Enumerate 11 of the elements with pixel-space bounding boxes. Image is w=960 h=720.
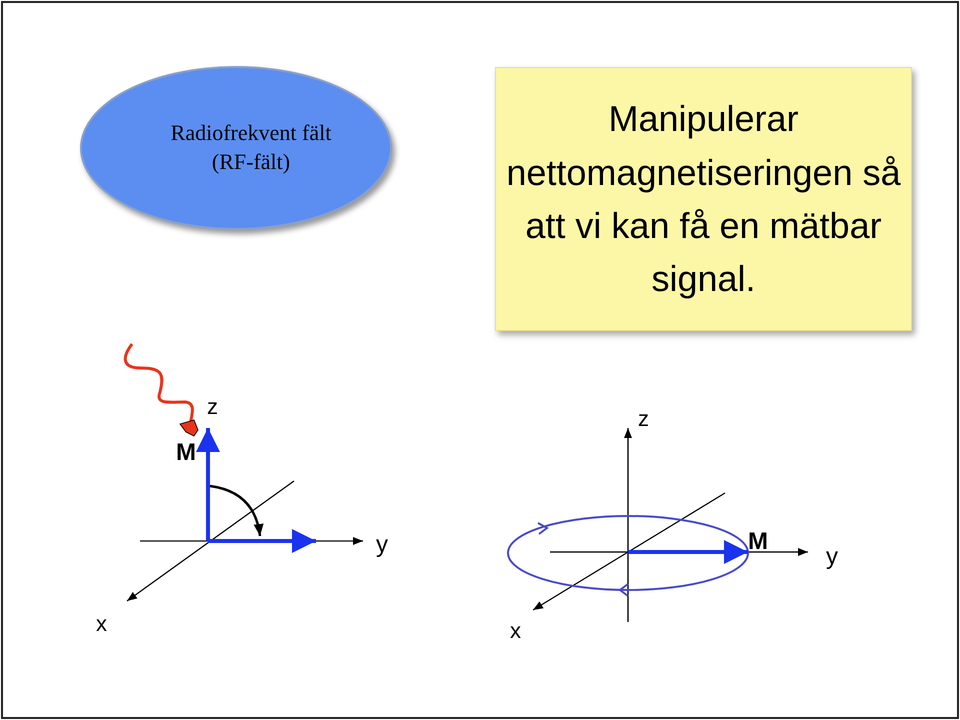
axis-label: y [826,545,838,569]
axis-label: z [638,408,649,430]
axis-label: z [207,396,218,418]
note-text: Manipulerar nettomagnetiseringen så att vi kan få en mätbar signal. [505,97,902,302]
axis-label: x [510,620,521,642]
oval-text: Radiofrekvent fält (RF-fält) [170,119,332,176]
axis-label: x [96,613,107,635]
axis-label: y [376,533,388,557]
vector-label: M [176,441,196,465]
vector-label: M [748,530,768,554]
note-box [495,67,912,331]
